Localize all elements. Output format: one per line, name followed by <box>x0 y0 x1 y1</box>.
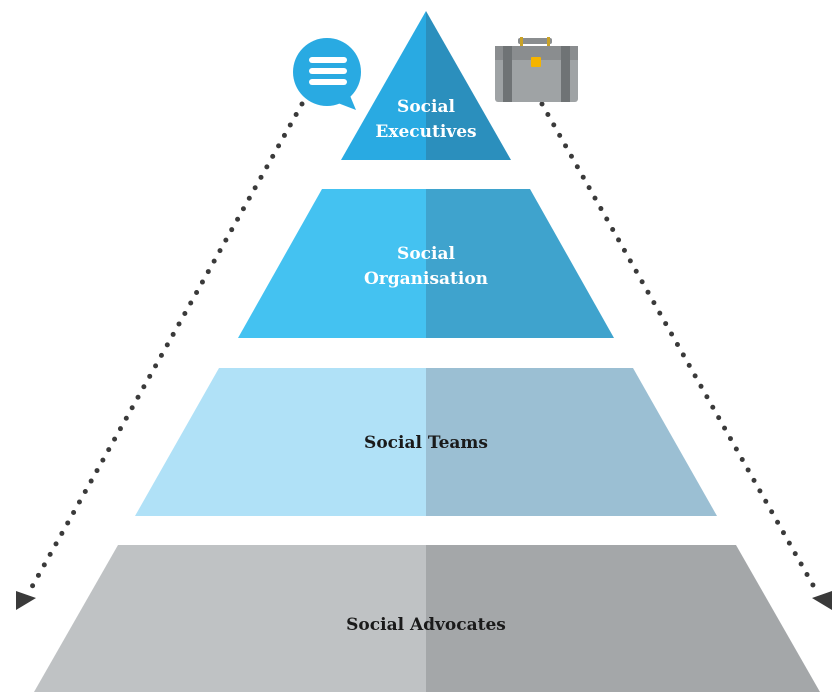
left-arrowhead <box>16 591 36 610</box>
tier-label-line: Social Advocates <box>346 615 506 635</box>
right-arrowhead <box>812 591 832 610</box>
briefcase-icon <box>495 37 578 102</box>
tier-label-line: Organisation <box>364 269 488 289</box>
tier-label-line: Social <box>397 244 455 264</box>
tier-social-teams: Social Teams <box>135 368 717 516</box>
tier-label-line: Social <box>397 97 455 117</box>
right-dotted-arrow <box>539 101 832 610</box>
tier-social-advocates: Social Advocates <box>34 545 820 692</box>
tier-social-organisation: Social Organisation <box>238 189 614 338</box>
tier-label-line: Executives <box>375 122 476 142</box>
tier-label-line: Social Teams <box>364 433 488 453</box>
speech-bubble-icon <box>293 38 361 110</box>
tier-social-executives: Social Executives <box>341 11 511 160</box>
left-dotted-arrow <box>16 101 305 610</box>
